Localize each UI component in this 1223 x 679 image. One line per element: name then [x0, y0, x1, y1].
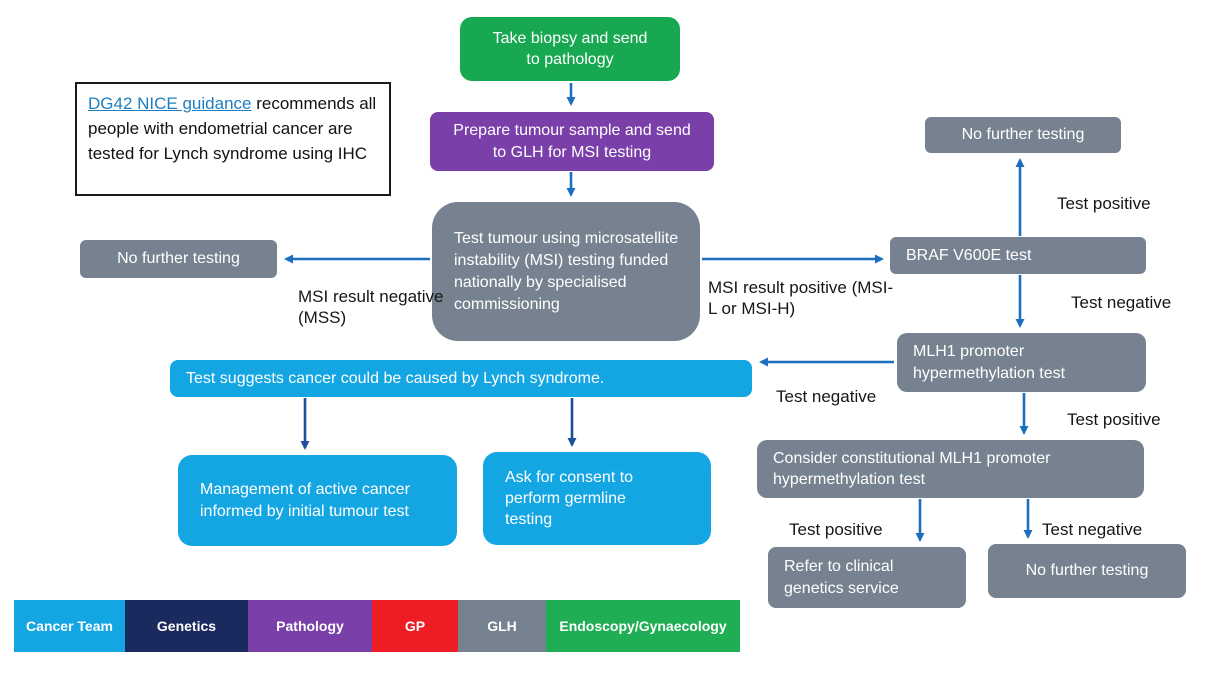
node-refer-genetics: Refer to clinical genetics service	[768, 547, 966, 608]
node-consider-constitutional: Consider constitutional MLH1 promoter hy…	[757, 440, 1144, 498]
label-test-negative-mlh1: Test negative	[776, 387, 877, 406]
node-no-further-testing-bottom: No further testing	[988, 544, 1186, 598]
legend-pathology-label: Pathology	[276, 618, 344, 634]
legend-gp: GP	[372, 600, 458, 652]
label-test-negative-braf: Test negative	[1071, 293, 1172, 312]
node-msi-test-label: Test tumour using microsatellite instabi…	[454, 229, 679, 313]
node-consider-label: Consider constitutional MLH1 promoter hy…	[773, 449, 1051, 488]
legend-glh: GLH	[458, 600, 546, 652]
label-test-positive-consider: Test positive	[789, 520, 883, 539]
legend-cancer-team-label: Cancer Team	[26, 618, 113, 634]
node-take-biopsy: Take biopsy and send to pathology	[460, 17, 680, 81]
legend-endoscopy-gynaecology: Endoscopy/Gynaecology	[546, 600, 740, 652]
node-msi-test: Test tumour using microsatellite instabi…	[432, 202, 700, 341]
node-refer-label: Refer to clinical genetics service	[784, 558, 899, 597]
legend-cancer-team: Cancer Team	[14, 600, 125, 652]
nice-guidance-note: DG42 NICE guidance recommends all people…	[75, 82, 391, 196]
team-colour-legend: Cancer Team Genetics Pathology GP GLH En…	[14, 600, 740, 652]
node-prepare-sample-label: Prepare tumour sample and send to GLH fo…	[453, 122, 691, 161]
label-test-positive-braf: Test positive	[1057, 194, 1151, 213]
node-lynch-suggest: Test suggests cancer could be caused by …	[170, 360, 752, 397]
node-no-further-testing-left: No further testing	[80, 240, 277, 278]
node-management-active-cancer: Management of active cancer informed by …	[178, 455, 457, 546]
node-consent-germline: Ask for consent to perform germline test…	[483, 452, 711, 545]
legend-genetics: Genetics	[125, 600, 248, 652]
dg42-nice-guidance-link[interactable]: DG42 NICE guidance	[88, 94, 252, 113]
node-no-further-testing-top: No further testing	[925, 117, 1121, 153]
node-mlh1-test-label: MLH1 promoter hypermethylation test	[913, 343, 1066, 382]
node-management-label: Management of active cancer informed by …	[200, 481, 410, 520]
label-test-positive-mlh1: Test positive	[1067, 410, 1161, 429]
node-no-further-testing-top-label: No further testing	[961, 126, 1085, 144]
node-lynch-suggest-label: Test suggests cancer could be caused by …	[186, 369, 605, 387]
node-mlh1-test: MLH1 promoter hypermethylation test	[897, 333, 1146, 392]
legend-pathology: Pathology	[248, 600, 372, 652]
label-msi-result-negative: MSI result negative (MSS)	[298, 287, 444, 327]
node-braf-test: BRAF V600E test	[890, 237, 1146, 274]
node-prepare-sample: Prepare tumour sample and send to GLH fo…	[430, 112, 714, 171]
legend-gp-label: GP	[404, 618, 426, 634]
label-msi-result-positive: MSI result positive (MSI-L or MSI-H)	[708, 278, 894, 318]
node-braf-test-label: BRAF V600E test	[906, 246, 1032, 264]
node-consent-label: Ask for consent to perform germline test…	[505, 468, 634, 529]
node-no-further-testing-bottom-label: No further testing	[1025, 562, 1149, 580]
legend-endoscopy-gynaecology-label: Endoscopy/Gynaecology	[559, 618, 727, 634]
label-test-negative-consider: Test negative	[1042, 520, 1143, 539]
node-take-biopsy-label: Take biopsy and send to pathology	[492, 29, 648, 68]
legend-glh-label: GLH	[487, 618, 517, 634]
legend-genetics-label: Genetics	[156, 618, 217, 634]
node-no-further-testing-left-label: No further testing	[117, 250, 240, 268]
nice-guidance-text: recommends all people with endometrial c…	[88, 94, 377, 163]
